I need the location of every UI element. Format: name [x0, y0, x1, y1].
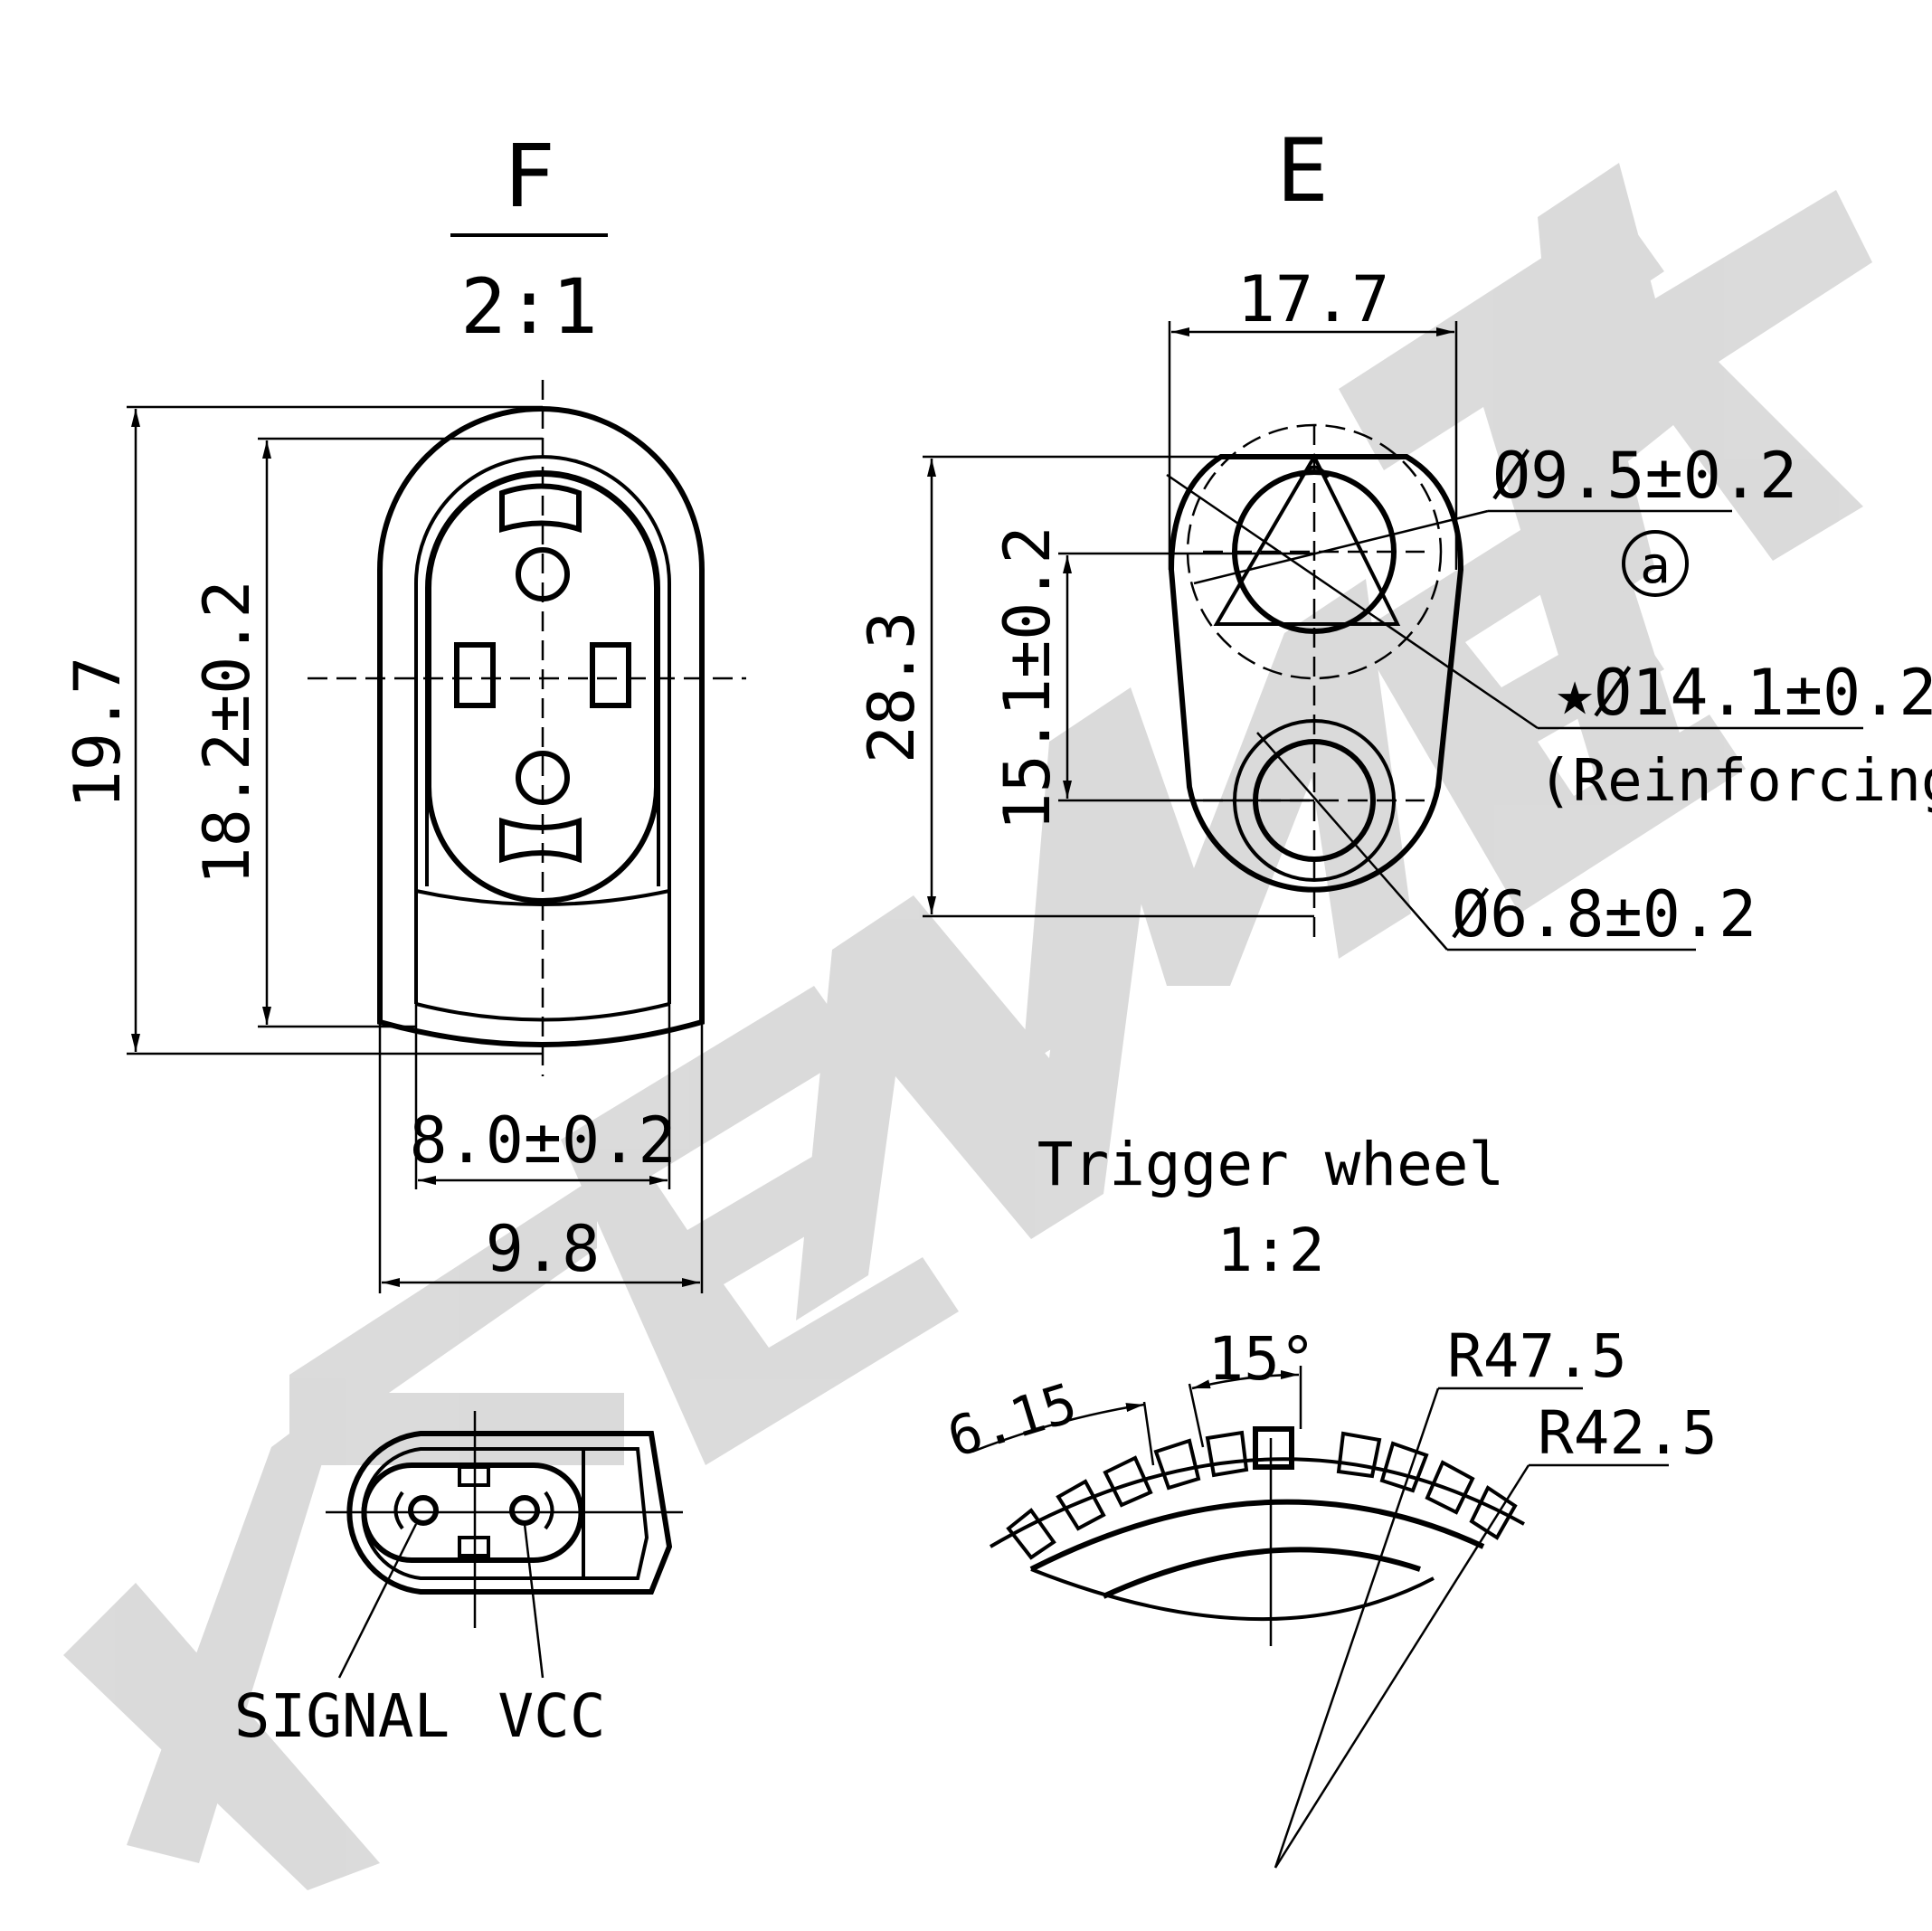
- terminal-slot-right: [590, 642, 631, 708]
- pin-signal-label: SIGNAL: [234, 1681, 450, 1751]
- watermark-m: [1022, 579, 1411, 1067]
- connector-cavity: [361, 1462, 584, 1563]
- dim-outer-radius: R47.5: [1447, 1321, 1627, 1391]
- wheel-tooth: [1153, 1438, 1201, 1491]
- dim-bore: Ø9.5±0.2: [1492, 439, 1797, 513]
- wheel-teeth: [1006, 1426, 1518, 1560]
- terminal-clip-bottom: [499, 817, 582, 864]
- sensor-body-outline: [377, 406, 705, 1047]
- trigger-wheel: Trigger wheel 1:2 6.15 15° R47.5: [941, 1130, 1718, 1869]
- terminal-clip-top: [499, 483, 582, 534]
- wheel-root-arc: [1029, 1499, 1485, 1572]
- dim-height-inner: 18.2±0.2: [190, 580, 264, 885]
- bore-callout-circle: [1622, 530, 1689, 597]
- watermark-e2: [1357, 479, 1746, 913]
- dim-height: 28.3: [855, 611, 929, 764]
- connector-end-view: SIGNAL VCC: [234, 1411, 683, 1751]
- dim-height-total: 19.7: [61, 657, 135, 809]
- reinforcing-label: (Reinforcing): [1538, 748, 1932, 815]
- dim-inner-radius: R42.5: [1538, 1398, 1718, 1468]
- view-e: E 17.7 28.3 15.1±0.2 Ø9.5±0.2 a: [855, 120, 1932, 951]
- wheel-inner-arc: [1030, 1567, 1435, 1622]
- trigger-wheel-scale: 1:2: [1217, 1216, 1324, 1285]
- view-f: F 2:1 19.7 18.2±0.2 8.0±: [61, 126, 746, 1293]
- wheel-hub-arc: [1102, 1547, 1421, 1599]
- watermark-e: [561, 986, 959, 1465]
- wheel-tooth: [1425, 1460, 1475, 1515]
- connector-shell-outline: [346, 1431, 673, 1595]
- dim-angle: 15°: [1208, 1324, 1315, 1394]
- wheel-tooth: [1006, 1508, 1056, 1560]
- wheel-tooth: [1253, 1426, 1294, 1470]
- dim-width: 17.7: [1237, 262, 1390, 336]
- dim-width-inner: 8.0±0.2: [409, 1103, 676, 1178]
- view-e-letter: E: [1276, 120, 1329, 222]
- watermark: [63, 163, 1872, 1890]
- bore-trilobe: [1213, 452, 1401, 626]
- watermark-k: [1538, 163, 1872, 624]
- wheel-tooth: [1205, 1430, 1249, 1478]
- dim-reinforcing: ★Ø14.1±0.2: [1556, 656, 1932, 730]
- connector-pocket: [426, 471, 659, 904]
- signal-pin: [408, 1495, 439, 1526]
- dim-tooth-width: 6.15: [941, 1371, 1084, 1470]
- dim-mount-hole: Ø6.8±0.2: [1452, 877, 1757, 951]
- bore-callout: a: [1640, 536, 1671, 595]
- wheel-tooth: [1056, 1479, 1106, 1531]
- wheel-outer-arc: [989, 1457, 1525, 1548]
- flange-outline: [1168, 454, 1464, 893]
- wheel-tooth: [1336, 1431, 1382, 1479]
- dim-width-total: 9.8: [486, 1212, 600, 1286]
- watermark-x-stroke-2: [127, 1393, 344, 1863]
- view-f-scale: 2:1: [460, 262, 598, 351]
- vcc-pin: [509, 1495, 540, 1526]
- terminal-slot-left: [454, 642, 496, 708]
- wheel-tooth: [1379, 1441, 1429, 1493]
- trigger-wheel-title: Trigger wheel: [1037, 1130, 1505, 1199]
- view-f-letter: F: [503, 126, 555, 227]
- dim-hole-spacing: 15.1±0.2: [990, 525, 1065, 830]
- pin-vcc-label: VCC: [497, 1681, 605, 1751]
- wheel-tooth: [1103, 1455, 1153, 1508]
- watermark-z: [289, 1176, 624, 1465]
